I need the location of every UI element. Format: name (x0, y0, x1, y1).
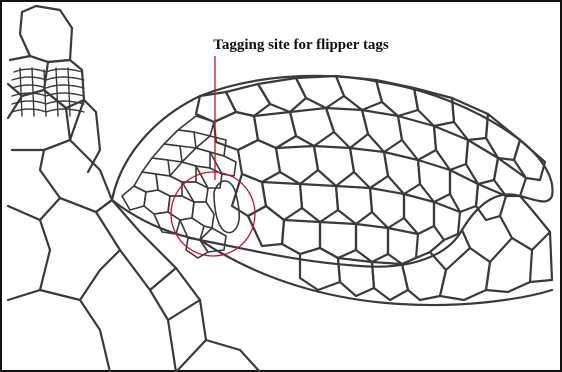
trailing-scales (300, 196, 552, 300)
middle-scales (214, 108, 526, 264)
leading-edge-scales (196, 76, 545, 180)
line-art (8, 6, 553, 372)
tagging-site-label: Tagging site for flipper tags (20, 37, 562, 54)
